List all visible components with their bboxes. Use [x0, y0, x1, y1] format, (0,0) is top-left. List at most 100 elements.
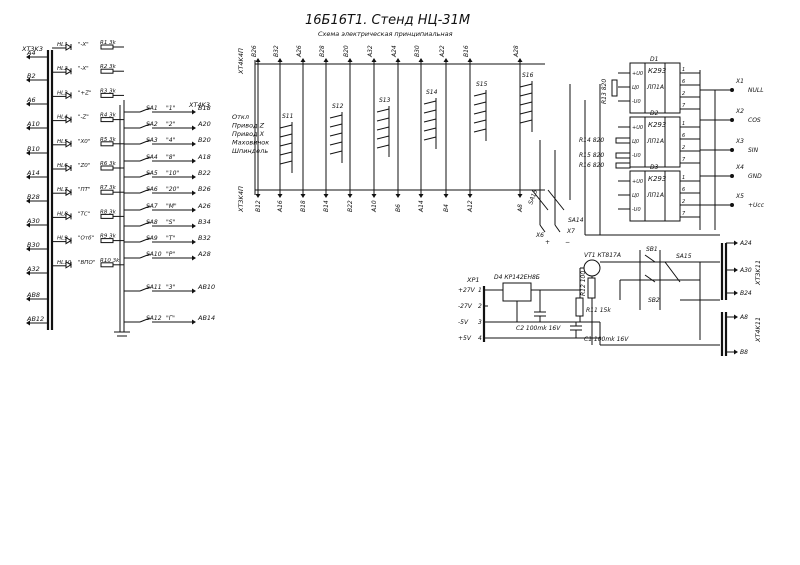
switch-ref: SA3: [146, 137, 158, 144]
xt4k3-label: XT4K3: [188, 101, 210, 109]
wire: [376, 135, 390, 140]
chip-subtype: ЛП1А: [646, 138, 664, 145]
wire: [329, 150, 343, 155]
sa13-label: SA13: [527, 189, 539, 206]
chip-pin-label: Ц0: [632, 193, 639, 199]
xt3k11-label: XT3K11: [754, 260, 762, 286]
chip-pin-number: 2: [682, 91, 685, 97]
terminal-dot-icon: [730, 148, 734, 152]
chip-pin-label: +U0: [632, 125, 643, 131]
switch-caption: "4": [166, 137, 176, 144]
resistor-label: R9 3k: [100, 234, 117, 240]
sa14-label: SA14: [568, 217, 584, 224]
output-ref: X3: [735, 138, 744, 145]
mode-label: Привод X: [232, 130, 265, 138]
arrow-down-icon: [300, 194, 306, 198]
chip-pin-number: 1: [682, 175, 685, 181]
wire: [423, 109, 437, 114]
xt4k3-pin-label: B18: [198, 104, 211, 112]
led-ref: HL7: [57, 187, 68, 193]
arrow-left-icon: [26, 125, 30, 131]
led-icon: [65, 236, 72, 245]
switch-ref: SA8: [146, 219, 158, 226]
top-pin-label: B16: [463, 45, 470, 57]
xt3k3-pin-label: A10: [26, 120, 40, 128]
xt4k3-pin-label: B34: [198, 218, 211, 226]
xt3k3-pin-label: A32: [26, 265, 40, 273]
chip-pin-number: 6: [682, 133, 685, 139]
wire: [329, 123, 343, 128]
wire: [279, 133, 293, 138]
xp1-pin-number: 4: [478, 335, 482, 342]
switch-caption: "Г": [166, 315, 175, 322]
output-signal: +Ucc: [748, 202, 765, 209]
resistor-label: R10 3k: [100, 258, 120, 264]
xt4k3-pin-label: B20: [198, 136, 211, 144]
led-caption: "-X": [78, 42, 89, 48]
arrow-up-icon: [323, 58, 329, 62]
arrow-up-icon: [418, 58, 424, 62]
arrow-down-icon: [347, 194, 353, 198]
x7-label: X7: [566, 228, 575, 235]
wire: [423, 136, 437, 141]
resistor-label: R15 820: [579, 152, 604, 159]
xt4k3-pin-label: B32: [198, 234, 211, 242]
xt4k3-pin-label: A20: [197, 120, 211, 128]
led-icon: [65, 260, 72, 269]
arrow-up-icon: [395, 58, 401, 62]
wire: [376, 126, 390, 131]
led-ref: HL9: [57, 236, 68, 242]
arrow-left-icon: [26, 296, 30, 302]
c1-label: C1 100mk 16V: [584, 336, 629, 343]
resistor-label: R3 3k: [100, 88, 117, 94]
arrow-up-icon: [517, 58, 523, 62]
xt3k3-pin-label: B10: [27, 145, 40, 153]
switch-ref: SA7: [146, 203, 158, 210]
top-pin-label: A32: [367, 45, 374, 58]
vt1-label: VT1 КТ817А: [584, 252, 621, 259]
switch-caption: "М": [166, 203, 177, 210]
top-connector-label: XT4K4П: [237, 48, 245, 75]
chip-d2: [629, 116, 681, 168]
xt3k3-label: XT3K3: [21, 45, 43, 53]
resistor-icon: [611, 79, 618, 97]
arrow-down-icon: [443, 194, 449, 198]
wire: [423, 127, 437, 132]
chip-pin-number: 6: [682, 79, 685, 85]
xp1-pin-name: -27V: [458, 303, 473, 310]
chip-pin-label: Ц0: [632, 139, 639, 145]
wire: [519, 92, 533, 97]
output-signal: COS: [748, 117, 761, 124]
bottom-pin-label: B6: [395, 204, 402, 212]
led-caption: "Отб": [78, 236, 94, 242]
led-icon: [65, 164, 72, 172]
led-icon: [65, 91, 72, 100]
c2-label: C2 100mk 16V: [516, 325, 561, 332]
arrow-left-icon: [26, 101, 30, 107]
arrow-left-icon: [26, 174, 30, 180]
switch-ref: SA4: [146, 154, 158, 161]
led-ref: HL6: [57, 163, 68, 169]
resistor-label: R5 3k: [100, 137, 117, 143]
arrow-left-icon: [26, 54, 30, 60]
arrow-right-icon: [192, 174, 196, 180]
xp1-label: XP1: [466, 276, 480, 284]
top-pin-label: B28: [319, 45, 326, 57]
wire: [139, 237, 151, 243]
sb1-label: SB1: [646, 246, 658, 253]
led-ref: HL2: [57, 66, 68, 72]
xp1-pin-name: +27V: [458, 287, 476, 294]
xp1-pin-name: -5V: [458, 319, 469, 326]
bottom-pin-label: A8: [517, 204, 524, 213]
arrow-right-icon: [192, 141, 196, 147]
mode-switch-label: S16: [522, 72, 534, 79]
led-caption: "+Z": [78, 90, 91, 96]
led-icon: [65, 139, 72, 148]
xt3k11-pin-label: A30: [739, 267, 752, 274]
arrow-down-icon: [467, 194, 473, 198]
output-signal: SIN: [748, 147, 759, 154]
